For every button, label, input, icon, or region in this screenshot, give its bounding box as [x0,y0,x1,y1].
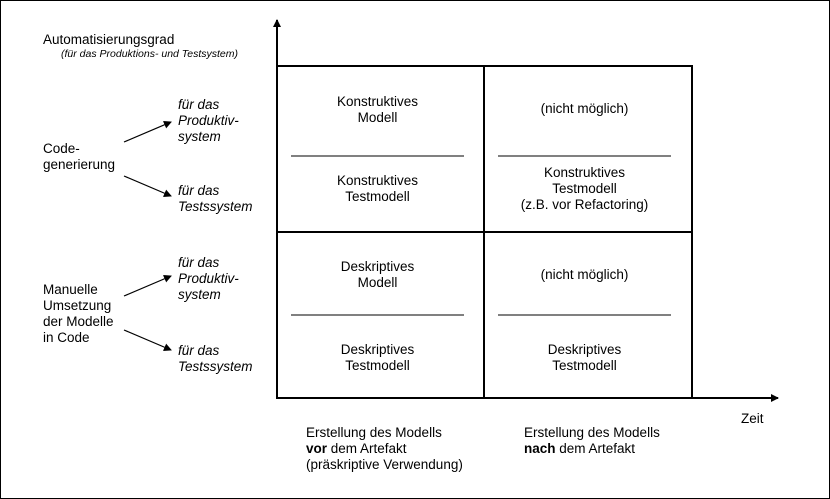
target-codegen-test: für das Testssystem [178,183,253,214]
cell-br-top: (nicht möglich) [540,267,629,282]
cell-bl-bottom: Deskriptives Testmodell [340,342,415,373]
cell-br-bottom: Deskriptives Testmodell [547,342,622,373]
arrow-manual-test [123,329,172,351]
x-axis-label: Zeit [741,411,764,426]
arrow-codegen-test [123,175,172,197]
arrow-codegen-productive [123,121,172,143]
target-codegen-productive: für das Produktiv- system [178,97,239,144]
y-axis-subtitle: (für das Produktions- und Testsystem) [61,48,239,60]
cell-tl-bottom: Konstruktives Testmodell [336,173,419,204]
arrow-manual-productive [123,275,172,297]
row-label-manual: Manuelle Umsetzung der Modelle in Code [43,282,114,345]
target-manual-test: für das Testssystem [178,343,253,374]
cell-tr-bottom: Konstruktives Testmodell (z.B. vor Refac… [520,165,649,212]
y-axis-title: Automatisierungsgrad [43,32,175,47]
cell-bl-top: Deskriptives Modell [340,259,415,290]
cell-tl-top: Konstruktives Modell [336,94,419,125]
x-axis-column1-caption: Erstellung des Modells vor dem Artefakt … [306,425,463,472]
x-axis-column2-caption: Erstellung des Modells nach dem Artefakt [524,425,660,456]
row-label-codegen: Code- generierung [43,141,116,172]
cell-tr-top: (nicht möglich) [540,101,629,116]
target-manual-productive: für das Produktiv- system [178,255,239,302]
